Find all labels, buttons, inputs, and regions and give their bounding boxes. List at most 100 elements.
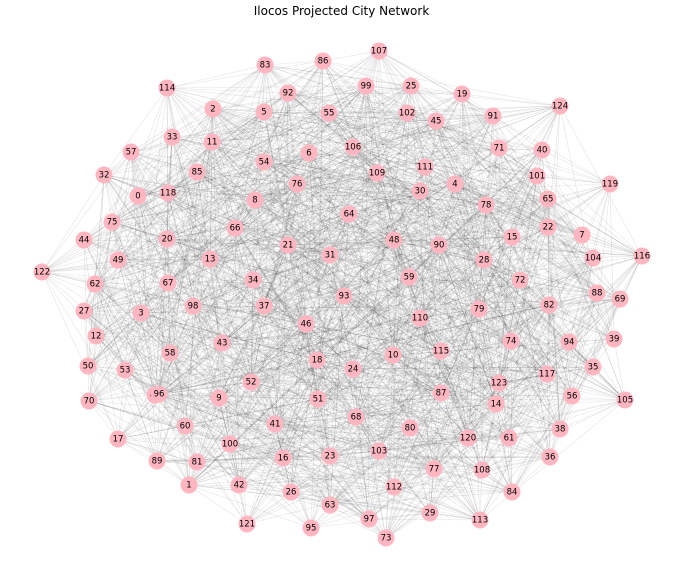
edge [95, 282, 169, 337]
edge [263, 190, 421, 307]
node-circle [475, 251, 493, 269]
node-label: 30 [415, 187, 426, 197]
edge [365, 85, 435, 470]
edge [184, 108, 214, 427]
edge [137, 147, 500, 197]
node-circle [255, 153, 273, 171]
edge [167, 172, 378, 194]
edge [229, 443, 284, 459]
edge [167, 282, 387, 539]
edge [88, 400, 186, 427]
edge [95, 221, 113, 337]
node-circle [500, 429, 518, 447]
edge [290, 450, 380, 493]
edge [409, 244, 440, 429]
edge [438, 244, 643, 257]
edge [435, 120, 550, 306]
edge [287, 244, 331, 506]
edge [196, 381, 252, 463]
edge [454, 115, 494, 185]
edge [316, 183, 456, 361]
edge [246, 416, 357, 525]
edge [393, 234, 583, 488]
edge [547, 226, 561, 430]
edge [211, 141, 421, 192]
edge [211, 141, 307, 325]
edge [196, 171, 456, 185]
edge [317, 398, 411, 429]
edge [111, 152, 310, 223]
edge [250, 381, 319, 400]
edge [238, 381, 252, 486]
edge [94, 283, 171, 354]
edge [117, 259, 276, 425]
edge [609, 183, 615, 340]
edge [88, 239, 395, 402]
edge [250, 199, 256, 383]
edge [317, 166, 426, 400]
edge [250, 93, 463, 383]
edge [250, 381, 380, 452]
edge [154, 183, 298, 396]
edge [211, 64, 266, 143]
edge [440, 350, 513, 493]
edge [95, 279, 254, 337]
edge [94, 85, 412, 285]
edge [355, 85, 412, 418]
node-label: 19 [457, 90, 468, 100]
edge [212, 108, 521, 281]
node-5: 5 [255, 103, 273, 121]
edge [124, 238, 168, 371]
node-14: 14 [487, 395, 505, 413]
edge [117, 258, 211, 261]
edge [221, 172, 378, 344]
edge [282, 254, 331, 459]
edge [495, 255, 643, 405]
edge [212, 108, 265, 163]
edge [221, 198, 549, 344]
node-label: 8 [252, 196, 257, 206]
edge [408, 276, 548, 375]
edge [196, 111, 265, 173]
edge [263, 276, 410, 307]
edge [246, 392, 442, 525]
edge [83, 310, 442, 394]
edge [343, 295, 370, 520]
edge [290, 491, 481, 521]
edge [498, 147, 643, 257]
edge [355, 276, 410, 418]
edge [234, 227, 485, 261]
edge [154, 136, 173, 396]
edge [167, 192, 331, 256]
node-38: 38 [551, 420, 569, 438]
node-label: 86 [318, 57, 329, 67]
edge [103, 174, 319, 400]
node-59: 59 [400, 268, 418, 286]
edge [308, 93, 463, 154]
node-72: 72 [511, 271, 529, 289]
edge [171, 136, 411, 429]
edge [541, 149, 598, 294]
edge [329, 308, 480, 506]
edge [385, 279, 521, 539]
edge [188, 305, 194, 486]
edge [393, 236, 513, 488]
edge [171, 136, 643, 257]
edge [296, 183, 549, 228]
edge [103, 174, 211, 260]
node-23: 23 [321, 447, 339, 465]
edge [376, 172, 435, 470]
edge [547, 226, 615, 340]
edge [536, 175, 594, 259]
edge [95, 136, 173, 337]
node-label: 40 [537, 146, 548, 156]
edge [287, 244, 442, 394]
edge [352, 112, 408, 370]
edge [329, 382, 500, 457]
edge [192, 305, 394, 356]
edge [322, 60, 598, 294]
edge [156, 171, 198, 462]
edge [166, 50, 380, 89]
edge [316, 304, 550, 361]
node-circle [188, 453, 206, 471]
